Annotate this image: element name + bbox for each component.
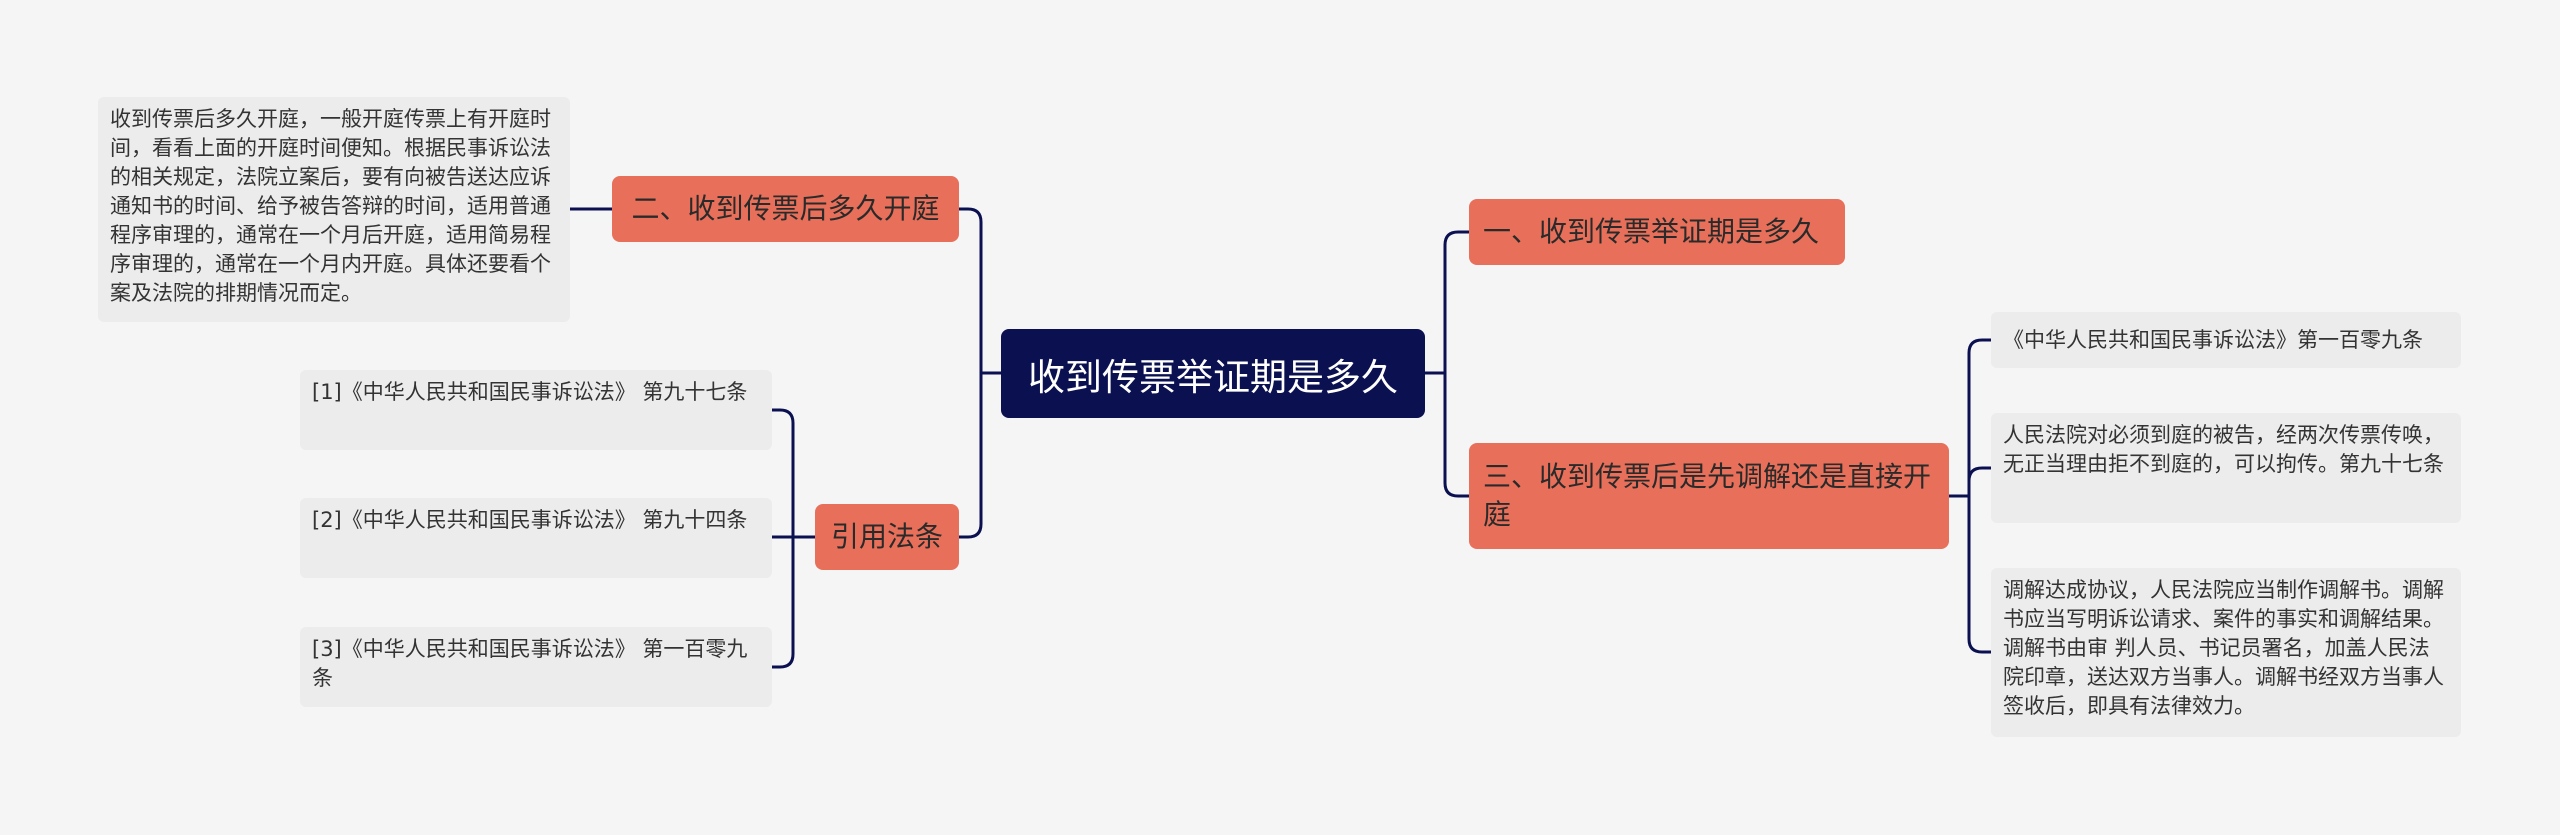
leaf-reference-3-text: [3]《中华人民共和国民事诉讼法》 第一百零九条: [312, 637, 748, 690]
leaf-law-article-title[interactable]: 《中华人民共和国民事诉讼法》第一百零九条: [1991, 312, 2461, 368]
leaf-law-article-title-text: 《中华人民共和国民事诉讼法》第一百零九条: [2003, 327, 2423, 352]
branch-topic-1-label: 一、收到传票举证期是多久: [1483, 215, 1820, 248]
branch-topic-2[interactable]: 二、收到传票后多久开庭: [612, 176, 959, 242]
connector-b3-to-c1: [1967, 338, 1993, 498]
root-topic[interactable]: 收到传票举证期是多久: [1001, 329, 1425, 418]
branch-topic-3[interactable]: 三、收到传票后是先调解还是直接开庭: [1469, 443, 1949, 549]
leaf-reference-2-text: [2]《中华人民共和国民事诉讼法》 第九十四条: [312, 508, 748, 532]
leaf-mediation-rule[interactable]: 调解达成协议，人民法院应当制作调解书。调解书应当写明诉讼请求、案件的事实和调解结…: [1991, 568, 2461, 737]
branch-topic-1[interactable]: 一、收到传票举证期是多久: [1469, 199, 1845, 265]
leaf-reference-3[interactable]: [3]《中华人民共和国民事诉讼法》 第一百零九条: [300, 627, 772, 707]
branch-topic-2-label: 二、收到传票后多久开庭: [631, 192, 940, 225]
branch-topic-references-label: 引用法条: [830, 520, 943, 553]
leaf-reference-2[interactable]: [2]《中华人民共和国民事诉讼法》 第九十四条: [300, 498, 772, 578]
connector-b3-to-c3: [1967, 494, 1993, 654]
leaf-hearing-time-note[interactable]: 收到传票后多久开庭，一般开庭传票上有开庭时间，看看上面的开庭时间便知。根据民事诉…: [98, 97, 570, 322]
leaf-hearing-time-text: 收到传票后多久开庭，一般开庭传票上有开庭时间，看看上面的开庭时间便知。根据民事诉…: [110, 107, 551, 305]
connector-root-to-b4: [957, 371, 983, 539]
branch-topic-3-label: 三、收到传票后是先调解还是直接开庭: [1483, 460, 1932, 531]
connector-b4-to-r3: [770, 535, 795, 669]
connector-b3-to-c2: [1967, 466, 1993, 498]
connector-root-to-b1: [1443, 230, 1471, 375]
leaf-reference-1[interactable]: [1]《中华人民共和国民事诉讼法》 第九十七条: [300, 370, 772, 450]
branch-topic-references[interactable]: 引用法条: [815, 504, 959, 570]
connector-root-to-b2: [957, 207, 983, 375]
leaf-reference-1-text: [1]《中华人民共和国民事诉讼法》 第九十七条: [312, 380, 748, 404]
root-topic-label: 收到传票举证期是多久: [1028, 355, 1398, 399]
leaf-summons-rule-text: 人民法院对必须到庭的被告，经两次传票传唤，无正当理由拒不到庭的，可以拘传。第九十…: [2003, 423, 2444, 476]
leaf-summons-rule[interactable]: 人民法院对必须到庭的被告，经两次传票传唤，无正当理由拒不到庭的，可以拘传。第九十…: [1991, 413, 2461, 523]
connector-b4-to-r1: [770, 408, 795, 539]
connector-root-to-b3: [1443, 371, 1471, 498]
leaf-mediation-rule-text: 调解达成协议，人民法院应当制作调解书。调解书应当写明诉讼请求、案件的事实和调解结…: [2003, 578, 2444, 718]
